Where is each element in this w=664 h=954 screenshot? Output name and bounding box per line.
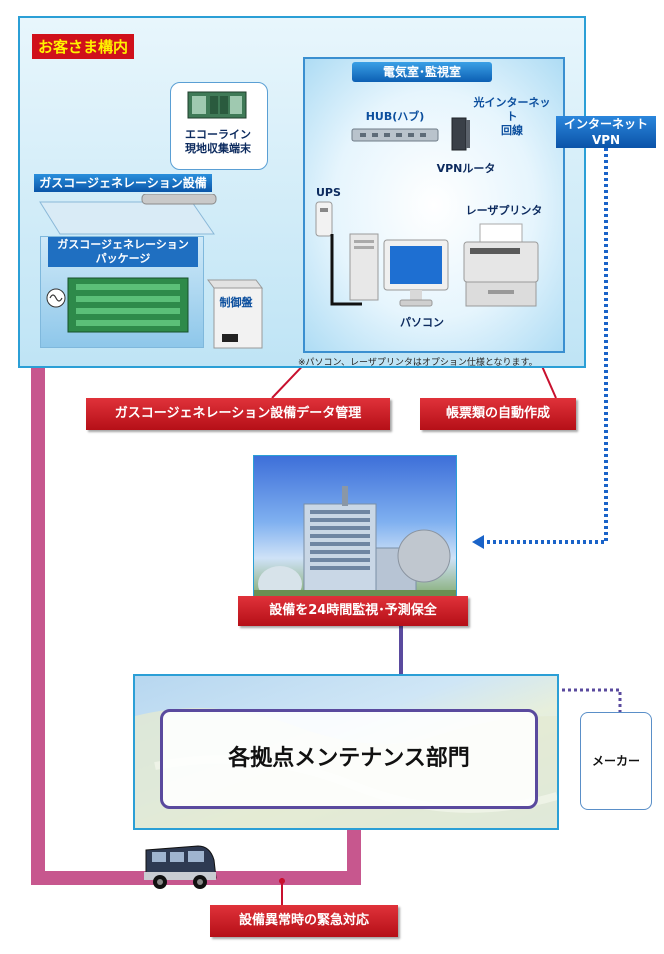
- maker-box: メーカー: [580, 712, 652, 810]
- ups-icon: [315, 201, 333, 237]
- laser-printer-label: レーザプリンタ: [465, 204, 543, 217]
- customer-premises-label: お客さま構内: [32, 34, 135, 59]
- emergency-callout: 設備異常時の緊急対応: [210, 905, 398, 937]
- vpn-router-icon: [451, 117, 470, 151]
- electrical-room-title: 電気室･監視室: [352, 62, 492, 82]
- pc-label: パソコン: [400, 316, 444, 329]
- service-van-icon: [144, 845, 217, 889]
- monitoring-callout: 設備を24時間監視･予測保全: [238, 596, 468, 626]
- maker-dotted-line: [538, 688, 622, 712]
- monitoring-center-photo: [253, 455, 457, 603]
- eco-line-terminal-label: エコーライン 現地収集端末: [185, 128, 251, 155]
- ups-cable: [330, 234, 362, 306]
- control-panel-label: 制御盤: [219, 296, 253, 309]
- eco-line-terminal-icon: [187, 91, 247, 119]
- auto-forms-callout: 帳票類の自動作成: [420, 398, 576, 430]
- fiber-internet-label: 光インターネット 回線: [473, 96, 551, 137]
- data-management-callout: ガスコージェネレーション設備データ管理: [86, 398, 390, 430]
- hub-label: HUB(ハブ): [365, 110, 425, 123]
- laser-printer-icon: [463, 223, 539, 307]
- vpn-router-label: VPNルータ: [436, 162, 496, 175]
- internet-vpn-label: インターネット VPN: [556, 116, 656, 148]
- ups-label: UPS: [316, 186, 341, 199]
- maintenance-department-box: 各拠点メンテナンス部門: [160, 709, 538, 809]
- control-panel-icon: [207, 279, 263, 349]
- pc-monitor-icon: [383, 239, 449, 307]
- gas-facility-roof-icon: [39, 194, 217, 235]
- generator-engine-icon: [46, 277, 189, 333]
- vpn-arrowhead: [472, 535, 484, 549]
- hub-icon: [351, 128, 439, 142]
- option-note: ※パソコン、レーザプリンタはオプション仕様となります。: [298, 358, 538, 368]
- gas-facility-label: ガスコージェネレーション設備: [34, 174, 212, 192]
- gas-package-label: ガスコージェネレーション パッケージ: [48, 237, 198, 267]
- pc-tower-icon: [349, 233, 379, 301]
